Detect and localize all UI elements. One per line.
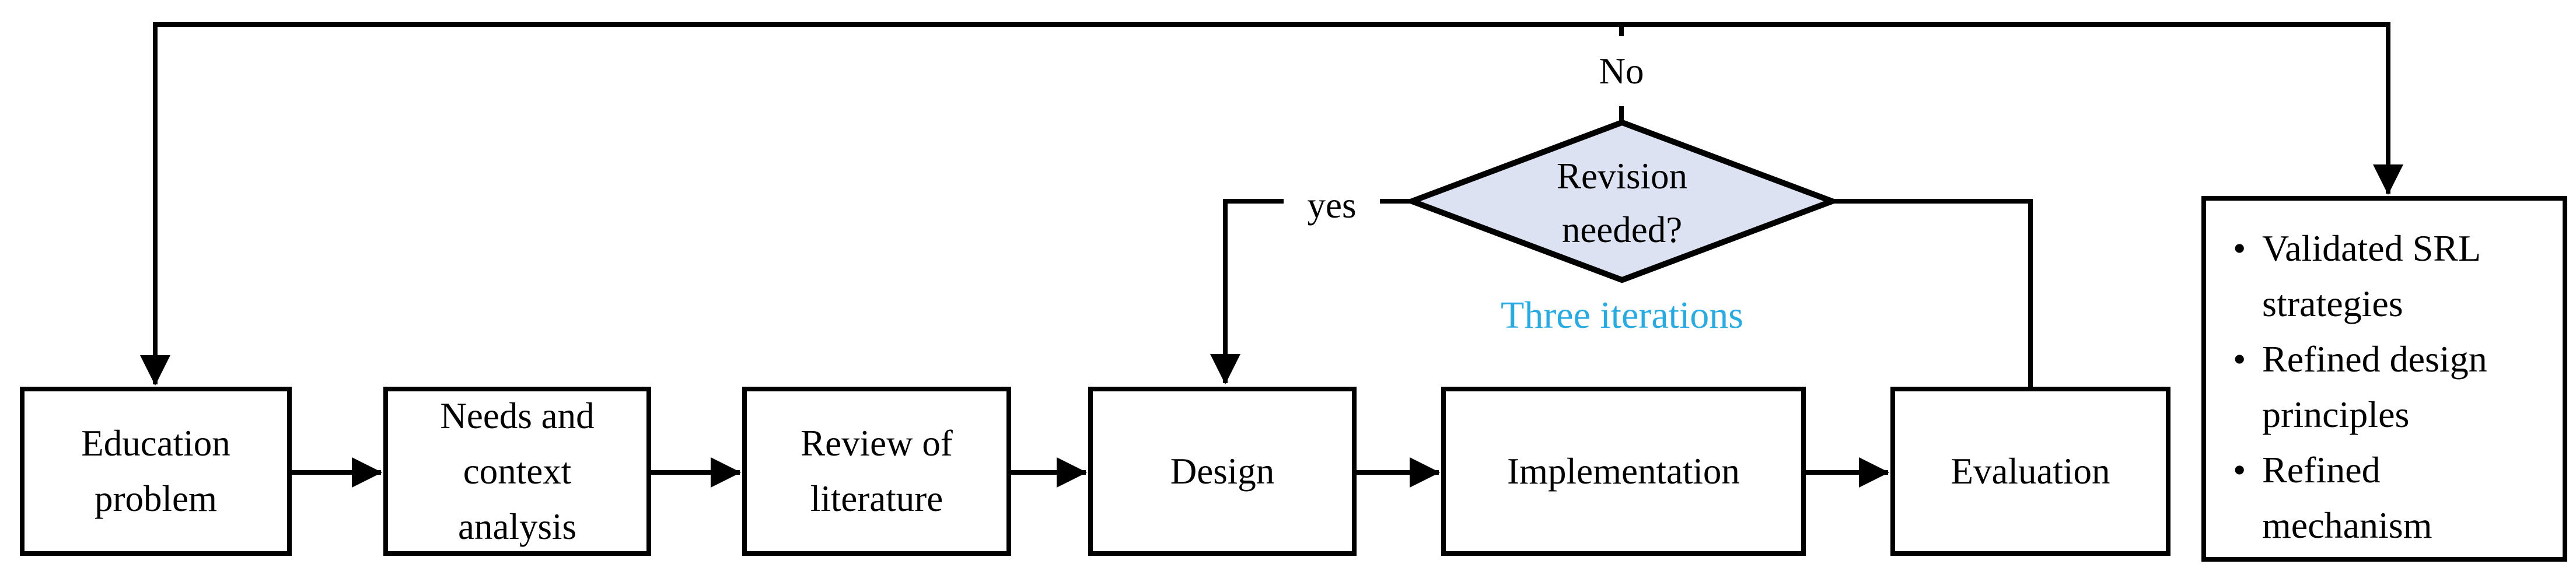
- decision-diamond: [1403, 119, 1841, 283]
- branch-label-no: No: [1578, 36, 1665, 106]
- outcomes-item-validated-srl-strategies: Validated SRL strategies: [2233, 220, 2554, 331]
- node-implementation: Implementation: [1441, 387, 1806, 556]
- node-needs-context-analysis: Needs and context analysis: [383, 387, 651, 556]
- node-review-of-literature: Review of literature: [742, 387, 1011, 556]
- decision-label: Revision needed?: [1556, 155, 1687, 250]
- node-evaluation: Evaluation: [1890, 387, 2170, 556]
- outcomes-item-refined-mechanism: Refined mechanism: [2233, 442, 2554, 553]
- node-design: Design: [1088, 387, 1357, 556]
- outcomes-list: Validated SRL strategies Refined design …: [2206, 201, 2563, 553]
- node-education-problem: Education problem: [20, 387, 292, 556]
- connector-evaluation-to-decision: [1832, 199, 2033, 387]
- branch-label-yes: yes: [1284, 175, 1380, 236]
- outcomes-item-refined-design-principles: Refined design principles: [2233, 331, 2554, 442]
- iterations-annotation: Three iterations: [1501, 294, 1743, 337]
- node-outcomes: Validated SRL strategies Refined design …: [2201, 196, 2567, 562]
